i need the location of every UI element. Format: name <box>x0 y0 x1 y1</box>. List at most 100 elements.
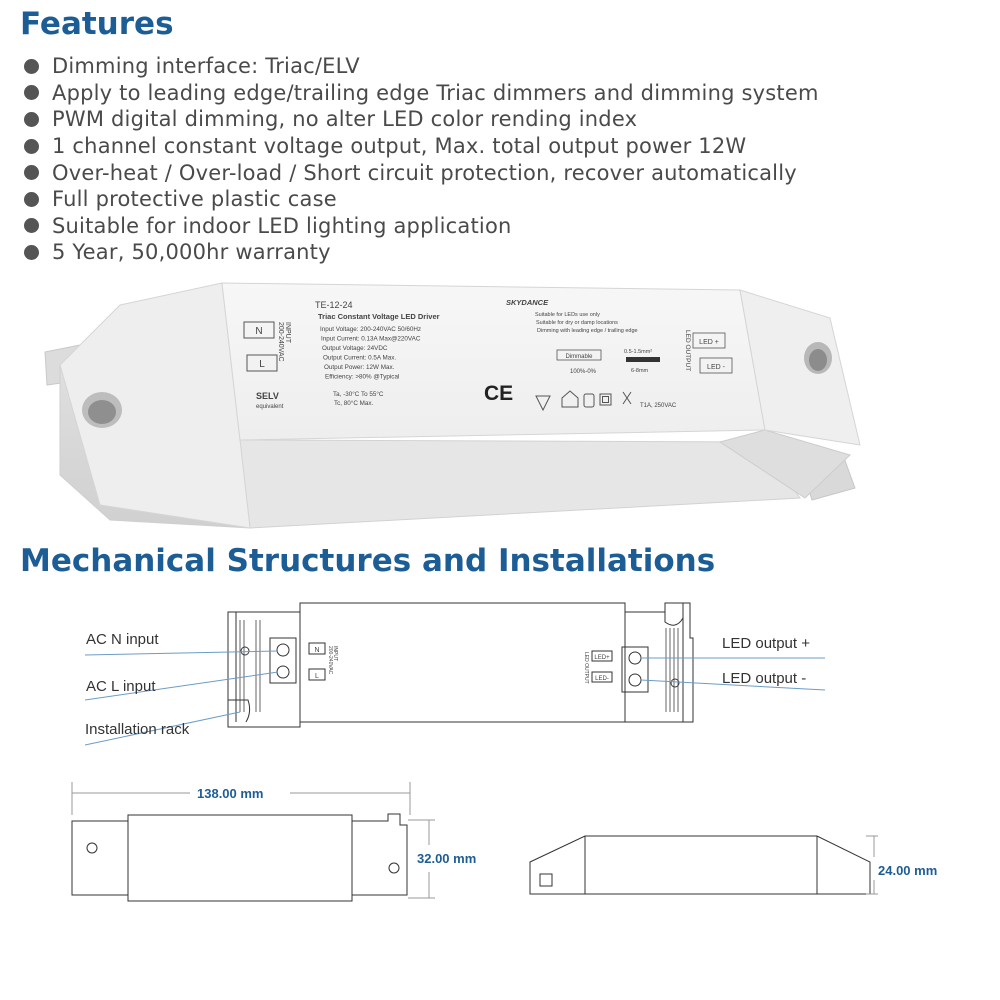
small-n-box <box>308 642 326 655</box>
features-list: Dimming interface: Triac/ELV Apply to le… <box>20 53 819 266</box>
mounting-hole-icon <box>240 646 250 656</box>
profile-tab <box>539 873 553 887</box>
led-minus-box <box>699 357 733 374</box>
list-item: 5 Year, 50,000hr warranty <box>20 239 819 266</box>
terminal-screw-icon <box>276 643 290 657</box>
terminal-screw-icon <box>276 665 290 679</box>
installation-view <box>227 602 694 728</box>
selv-label: SELV <box>256 391 279 401</box>
note-line: Suitable for LEDs use only <box>535 312 600 318</box>
small-plus-label: LED+ <box>594 655 610 661</box>
dim-range-label: 100%-0% <box>570 369 597 375</box>
ac-l-input-label: AC L input <box>86 678 156 695</box>
bullet-icon <box>24 165 39 181</box>
input-voltage-caption: 200-240VAC <box>277 322 284 362</box>
feature-text: Suitable for indoor LED lighting applica… <box>52 213 512 238</box>
strip-length-label: 6-8mm <box>631 368 649 374</box>
screw-hole-inner <box>809 349 827 371</box>
driver-outline-dim <box>71 813 408 902</box>
driver-profile-outline <box>529 835 871 895</box>
f-mark-icon <box>535 395 551 412</box>
fuse-rating: T1A, 250VAC <box>640 403 677 409</box>
spec-line: Output Power: 12W Max. <box>324 364 395 371</box>
indoor-use-icon <box>561 390 579 408</box>
leader-lines <box>84 650 826 746</box>
wire-gauge-label: 0.5-1.5mm² <box>624 349 652 355</box>
height-dimension: 24.00 mm <box>878 863 938 878</box>
small-voltage-caption: 200-240VAC <box>327 646 333 675</box>
width-dimension: 32.00 mm <box>417 851 477 866</box>
bullet-icon <box>24 244 39 260</box>
note-line: Dimming with leading edge / trailing edg… <box>537 328 638 334</box>
rack-slot-right <box>664 603 684 626</box>
driver-icon <box>583 393 595 408</box>
list-item: 1 channel constant voltage output, Max. … <box>20 133 819 160</box>
small-minus-label: LED- <box>595 676 609 682</box>
housing-right-end <box>718 429 851 499</box>
product-name: Triac Constant Voltage LED Driver <box>318 312 440 321</box>
input-n-box <box>243 321 275 339</box>
led-plus-box <box>692 332 726 349</box>
dimmable-badge <box>556 349 602 361</box>
input-l-box <box>246 354 278 372</box>
feature-text: Dimming interface: Triac/ELV <box>52 54 360 79</box>
class-ii-inner-icon <box>602 396 609 403</box>
class-ii-icon <box>599 393 612 406</box>
mounting-hole-icon <box>388 862 400 874</box>
feature-text: Over-heat / Over-load / Short circuit pr… <box>52 160 797 185</box>
spec-line: Output Voltage: 24VDC <box>322 345 388 352</box>
feature-text: 5 Year, 50,000hr warranty <box>52 240 331 265</box>
screw-hole-inner <box>88 400 116 424</box>
ce-mark: CE <box>484 382 513 405</box>
feature-text: Apply to leading edge/trailing edge Tria… <box>52 80 819 105</box>
output-caption: LED OUTPUT <box>684 330 691 371</box>
list-item: PWM digital dimming, no alter LED color … <box>20 106 819 133</box>
spec-line: Input Voltage: 200-240VAC 50/60Hz <box>320 326 421 333</box>
side-profile-view <box>529 835 878 895</box>
weee-bin-icon <box>622 391 632 405</box>
input-caption: INPUT <box>284 322 291 344</box>
small-l-label: L <box>315 673 319 680</box>
housing-side <box>239 439 801 529</box>
length-dimension: 138.00 mm <box>197 786 264 801</box>
feature-text: Full protective plastic case <box>52 187 337 212</box>
bullet-icon <box>24 218 39 234</box>
bullet-icon <box>24 138 39 154</box>
feature-text: 1 channel constant voltage output, Max. … <box>52 134 747 159</box>
bullet-icon <box>24 191 39 207</box>
product-illustration: N L INPUT 200-240VAC SELV equivalent TE-… <box>44 282 861 529</box>
list-item: Dimming interface: Triac/ELV <box>20 53 819 80</box>
list-item: Suitable for indoor LED lighting applica… <box>20 213 819 240</box>
installation-rack-label: Installation rack <box>85 721 190 738</box>
mounting-hole-icon <box>670 678 680 688</box>
terminal-screw-icon <box>628 651 642 665</box>
bullet-icon <box>24 85 39 101</box>
features-title: Features <box>20 6 174 42</box>
led-output-minus-label: LED output - <box>722 670 807 687</box>
ac-n-input-label: AC N input <box>86 631 159 648</box>
input-terminal <box>269 637 297 684</box>
note-line: Suitable for dry or damp locations <box>536 320 618 326</box>
terminal-screw-icon <box>628 673 642 687</box>
small-l-box <box>308 668 326 681</box>
small-n-label: N <box>314 647 319 654</box>
list-item: Over-heat / Over-load / Short circuit pr… <box>20 159 819 186</box>
spec-line: Input Current: 0.13A Max@220VAC <box>321 336 421 343</box>
small-minus-box <box>591 671 613 683</box>
mechanical-title: Mechanical Structures and Installations <box>20 543 716 579</box>
spec-line: Efficiency: >80% @Typical <box>325 374 399 381</box>
selv-sub-label: equivalent <box>256 404 284 410</box>
bullet-icon <box>24 111 39 127</box>
housing-label-face <box>221 282 766 441</box>
rack-slot-left <box>228 699 251 723</box>
small-output-caption: LED OUTPUT <box>583 652 589 684</box>
mounting-hole-icon <box>86 842 98 854</box>
input-n-label: N <box>255 326 262 337</box>
ta-rating: Ta, -30°C To 55°C <box>333 390 384 398</box>
bullet-icon <box>24 58 39 74</box>
list-item: Apply to leading edge/trailing edge Tria… <box>20 80 819 107</box>
dimmable-label: Dimmable <box>565 354 593 360</box>
driver-outline-top <box>227 602 694 728</box>
small-input-caption: INPUT <box>332 646 338 661</box>
feature-text: PWM digital dimming, no alter LED color … <box>52 107 638 132</box>
